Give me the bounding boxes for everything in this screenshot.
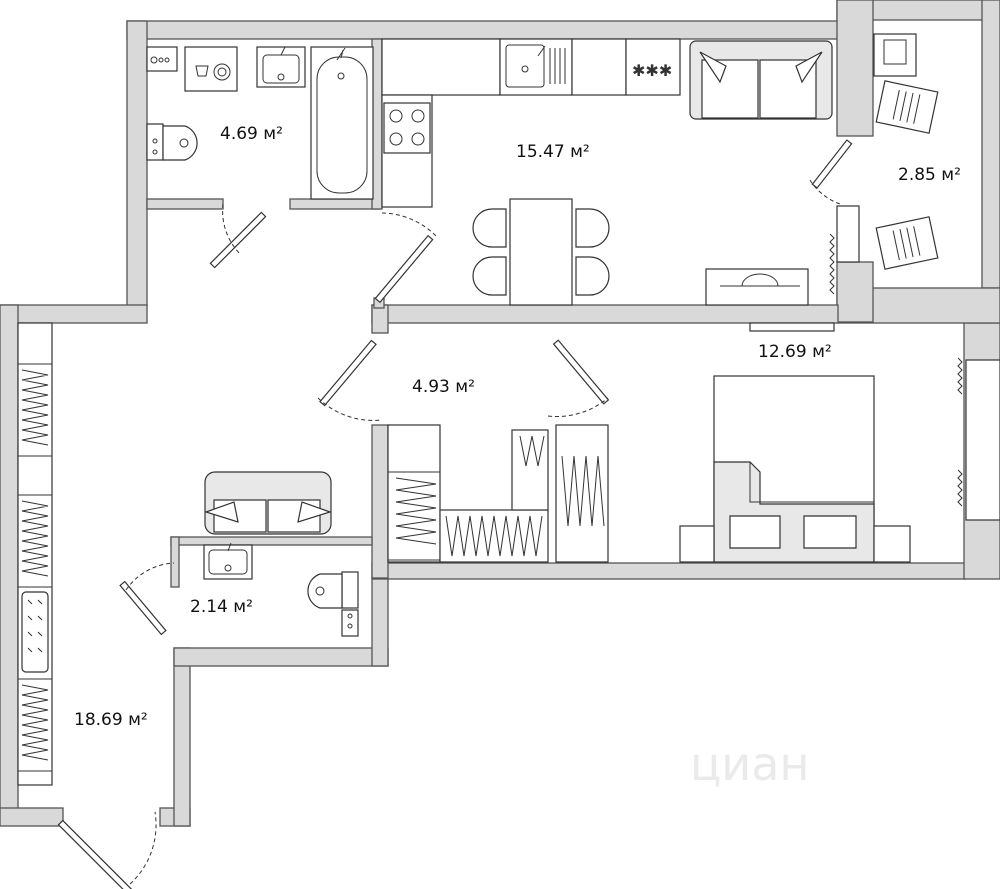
bathroom-door[interactable] [209,203,267,269]
bedroom-door[interactable] [547,339,610,417]
area-label-corridor: 4.93 м² [412,377,475,397]
wc [119,542,359,637]
svg-text:✱✱✱: ✱✱✱ [632,61,672,80]
kitchen-door[interactable] [374,212,437,304]
bathtub-icon [310,46,374,200]
hall-sofa-icon [204,471,332,535]
area-label-balcony: 2.85 м² [898,165,961,185]
tv-stand-icon [705,268,809,306]
wc-sink-icon [203,542,253,580]
watermark-text: циан [690,737,809,791]
corridor-doors [317,339,610,421]
water-meter-icon [146,46,178,72]
kitchen-sink-icon [505,44,566,88]
balcony-door[interactable] [809,139,860,295]
wc-door[interactable] [119,562,175,636]
area-label-kitchen-living: 15.47 м² [516,142,590,162]
dishwasher-icon: ✱✱✱ [625,38,681,96]
wc-toilet-icon [307,571,359,637]
kitchen: ✱✱✱ [381,38,833,306]
hall [17,322,332,889]
area-label-bathroom: 4.69 м² [220,124,283,144]
watermark: циан [690,737,809,791]
stove-icon [383,102,431,154]
washing-machine-icon [184,46,238,92]
hall-kitchen-door[interactable] [317,339,383,421]
bathroom [146,46,374,200]
bedroom [679,322,1000,563]
balcony-chair-icon [875,80,939,134]
area-label-bedroom: 12.69 м² [758,342,832,362]
area-label-hall: 18.69 м² [74,710,148,730]
sofa-icon [689,40,833,120]
area-label-wc: 2.14 м² [190,597,253,617]
hall-wardrobe [17,322,53,786]
tv-icon [749,322,835,332]
area-labels: 4.69 м² 15.47 м² 2.85 м² 12.69 м² 4.93 м… [74,124,961,730]
balcony-chair-icon [875,216,939,270]
toilet-icon [146,123,198,161]
dining-table-icon [472,198,610,306]
bathroom-sink-icon [256,46,306,88]
nightstand-icon [873,525,911,563]
entrance-door[interactable] [57,811,157,889]
nightstand-icon [679,525,715,563]
balcony-table-icon [873,33,917,77]
wardrobe-block [387,424,609,563]
bed-icon [713,375,875,563]
bedroom-window [957,357,1000,521]
balcony [873,33,939,270]
